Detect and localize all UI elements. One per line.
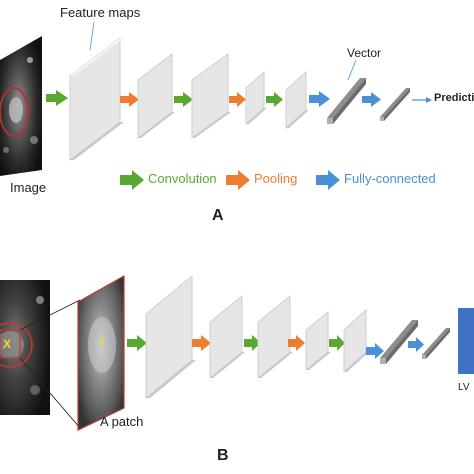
arrow-pooling-b2 bbox=[288, 335, 305, 351]
feature-map-a3 bbox=[191, 53, 231, 139]
arrow-fully-connected-b1 bbox=[366, 343, 384, 359]
vector-b2 bbox=[422, 328, 450, 359]
zoom-line-top bbox=[19, 299, 81, 331]
feature-map-b1 bbox=[145, 274, 196, 400]
vector-pointer bbox=[347, 59, 357, 81]
feature-map-a4 bbox=[245, 70, 267, 126]
feature-map-b3 bbox=[257, 294, 293, 380]
feature-maps-pointer bbox=[89, 21, 95, 51]
arrow-convolution-b1 bbox=[127, 335, 147, 351]
arrow-convolution-a1 bbox=[46, 90, 68, 106]
patch-label: A patch bbox=[100, 414, 144, 429]
arrow-output-a bbox=[412, 97, 432, 103]
legend-pooling-label: Pooling bbox=[254, 171, 298, 186]
feature-map-b2 bbox=[209, 294, 245, 380]
output-label: LV bbox=[458, 382, 470, 393]
prediction-label: Predicti bbox=[434, 92, 474, 104]
arrow-convolution-a2 bbox=[174, 92, 193, 107]
feature-map-a2 bbox=[137, 52, 175, 140]
arrow-convolution-b3 bbox=[329, 335, 345, 351]
arrow-fully-connected-a2 bbox=[362, 92, 381, 107]
vector-label: Vector bbox=[347, 46, 382, 60]
arrow-pooling-b1 bbox=[192, 335, 211, 351]
arrow-convolution-a3 bbox=[266, 92, 283, 107]
arrow-convolution-b2 bbox=[244, 335, 261, 351]
arrow-fully-connected-b2 bbox=[408, 337, 424, 352]
arrow-fully-connected-a1 bbox=[309, 91, 330, 107]
panel-b-label: B bbox=[217, 447, 229, 464]
legend-convolution-label: Convolution bbox=[148, 171, 217, 186]
arrow-pooling-a2 bbox=[229, 92, 246, 107]
legend-pooling-arrow bbox=[226, 170, 250, 190]
vector-a1 bbox=[327, 78, 366, 124]
panel-b bbox=[0, 274, 474, 431]
output-block bbox=[458, 308, 474, 374]
input-patch bbox=[77, 274, 125, 431]
zoom-line-bottom bbox=[19, 357, 81, 429]
marker-patch: X bbox=[99, 337, 105, 346]
feature-map-a5 bbox=[285, 70, 309, 130]
feature-map-b5 bbox=[343, 308, 369, 374]
feature-maps-label: Feature maps bbox=[60, 5, 141, 20]
arrow-pooling-a1 bbox=[120, 92, 139, 107]
legend-fully-connected-arrow bbox=[316, 170, 340, 190]
vector-a2 bbox=[380, 88, 410, 121]
feature-map-a1 bbox=[69, 36, 124, 162]
panel-a bbox=[0, 21, 432, 190]
marker-left: X bbox=[3, 337, 12, 351]
legend-convolution-arrow bbox=[120, 170, 144, 190]
image-label: Image bbox=[10, 180, 47, 195]
legend-fully-connected-label: Fully-connected bbox=[344, 171, 436, 186]
feature-map-b4 bbox=[305, 310, 331, 372]
input-image-b bbox=[0, 280, 50, 415]
vector-b1 bbox=[380, 320, 418, 364]
input-image-a bbox=[0, 36, 42, 176]
panel-a-label: A bbox=[212, 207, 224, 224]
